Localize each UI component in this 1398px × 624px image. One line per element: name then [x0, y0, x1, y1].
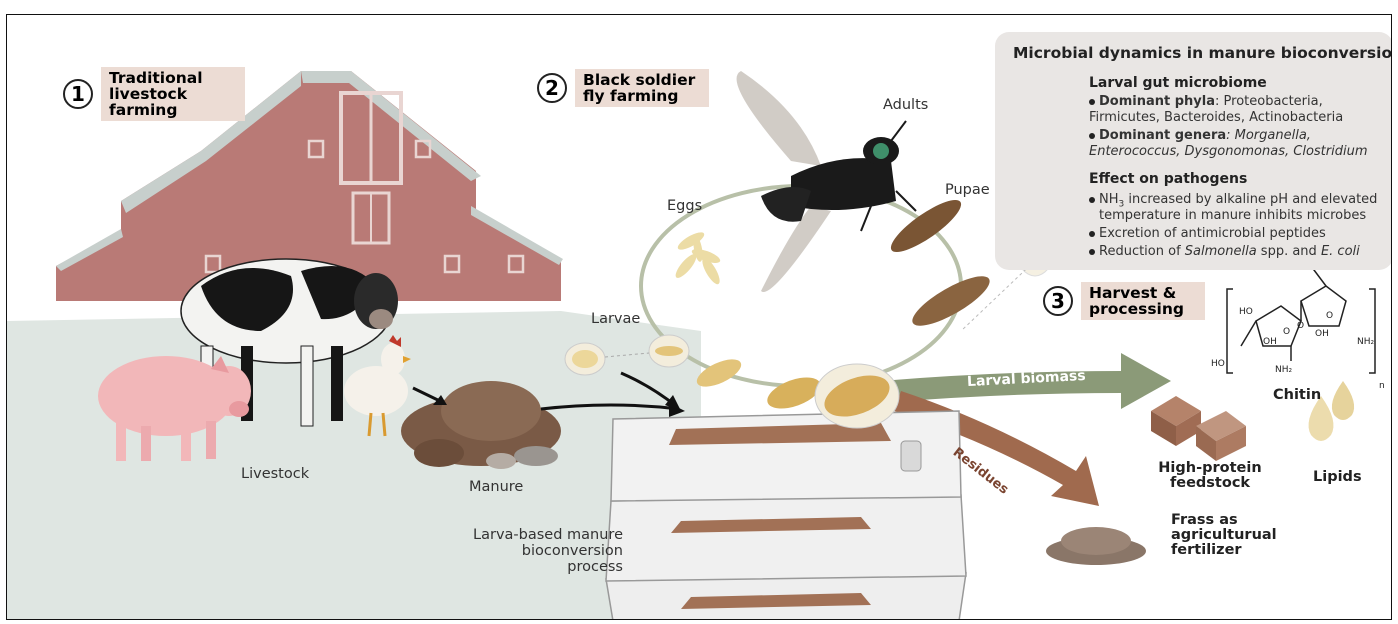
excretion-effect: Excretion of antimicrobial peptides [1089, 226, 1326, 242]
nh3-text: NH [1099, 192, 1119, 207]
chitin-label: Chitin [1273, 387, 1321, 403]
feedstock-label: High-protein feedstock [1155, 461, 1265, 491]
eggs-label: Eggs [667, 198, 702, 214]
pupae-illustration [885, 192, 996, 334]
step-3: 3 Harvest & processing [1043, 282, 1205, 320]
adults-label: Adults [883, 97, 928, 113]
chitin-o2: O [1297, 321, 1304, 331]
step-3-number: 3 [1043, 286, 1073, 316]
step-1-number: 1 [63, 79, 93, 109]
microbial-dynamics-panel: Microbial dynamics in manure bioconversi… [995, 32, 1392, 270]
step-1: 1 Traditional livestock farming [63, 67, 245, 121]
nh3-effect-line2: temperature in manure inhibits microbes [1099, 208, 1366, 224]
chitin-ho3: HO [1211, 359, 1225, 369]
pathogens-heading: Effect on pathogens [1089, 171, 1247, 187]
manure-label: Manure [469, 479, 523, 495]
bullet [1089, 197, 1095, 203]
chitin-n: n [1379, 381, 1385, 391]
salmonella-text: Salmonella [1185, 244, 1257, 259]
figure-frame: 1 Traditional livestock farming 2 Black … [6, 14, 1392, 620]
pupae-label: Pupae [945, 182, 990, 198]
process-label: Larva-based manure bioconversion process [467, 527, 623, 575]
dominant-genera: Dominant genera: Morganella, Enterococcu… [1089, 128, 1389, 160]
chitin-oh2: OH [1315, 329, 1329, 339]
chitin-nh2a: NH₂ [1275, 365, 1292, 375]
larvae-label: Larvae [591, 311, 640, 327]
chitin-oh1: OH [1263, 337, 1277, 347]
feedstock-illustration [1151, 396, 1246, 461]
frass-label: Frass as agriculturual fertilizer [1171, 513, 1291, 558]
reduction-text-mid: spp. and [1257, 244, 1321, 259]
ecoli-text: E. coli [1321, 244, 1360, 259]
bullet [1089, 99, 1095, 105]
bullet [1089, 249, 1095, 255]
livestock-label: Livestock [241, 466, 309, 482]
eggs-illustration [673, 229, 723, 286]
step-1-title: Traditional livestock farming [101, 67, 245, 121]
step-2-number: 2 [537, 73, 567, 103]
step-2-title: Black soldier fly farming [575, 69, 709, 107]
chitin-structure [1227, 266, 1375, 373]
lipids-label: Lipids [1313, 469, 1362, 485]
reduction-effect: Reduction of Salmonella spp. and E. coli [1089, 244, 1360, 260]
chitin-nh2b: NH₂ [1357, 337, 1374, 347]
larvae-bins [606, 411, 966, 620]
panel-title: Microbial dynamics in manure bioconversi… [1013, 44, 1392, 62]
chitin-o1: O [1326, 311, 1333, 321]
excretion-text: Excretion of antimicrobial peptides [1099, 226, 1326, 241]
phyla-label: Dominant phyla [1099, 94, 1215, 109]
step-3-title: Harvest & processing [1081, 282, 1205, 320]
dominant-phyla: Dominant phyla: Proteobacteria, Firmicut… [1089, 94, 1387, 126]
bullet [1089, 231, 1095, 237]
reduction-text: Reduction of [1099, 244, 1185, 259]
genera-label: Dominant genera [1099, 128, 1226, 143]
chitin-ho2: HO [1239, 307, 1253, 317]
bullet [1089, 133, 1095, 139]
chitin-o3: O [1283, 327, 1290, 337]
step-2: 2 Black soldier fly farming [537, 69, 709, 107]
gut-microbiome-heading: Larval gut microbiome [1089, 75, 1267, 91]
frass-pile [1046, 527, 1146, 565]
nh3-text-continued: increased by alkaline pH and elevated [1124, 192, 1377, 207]
